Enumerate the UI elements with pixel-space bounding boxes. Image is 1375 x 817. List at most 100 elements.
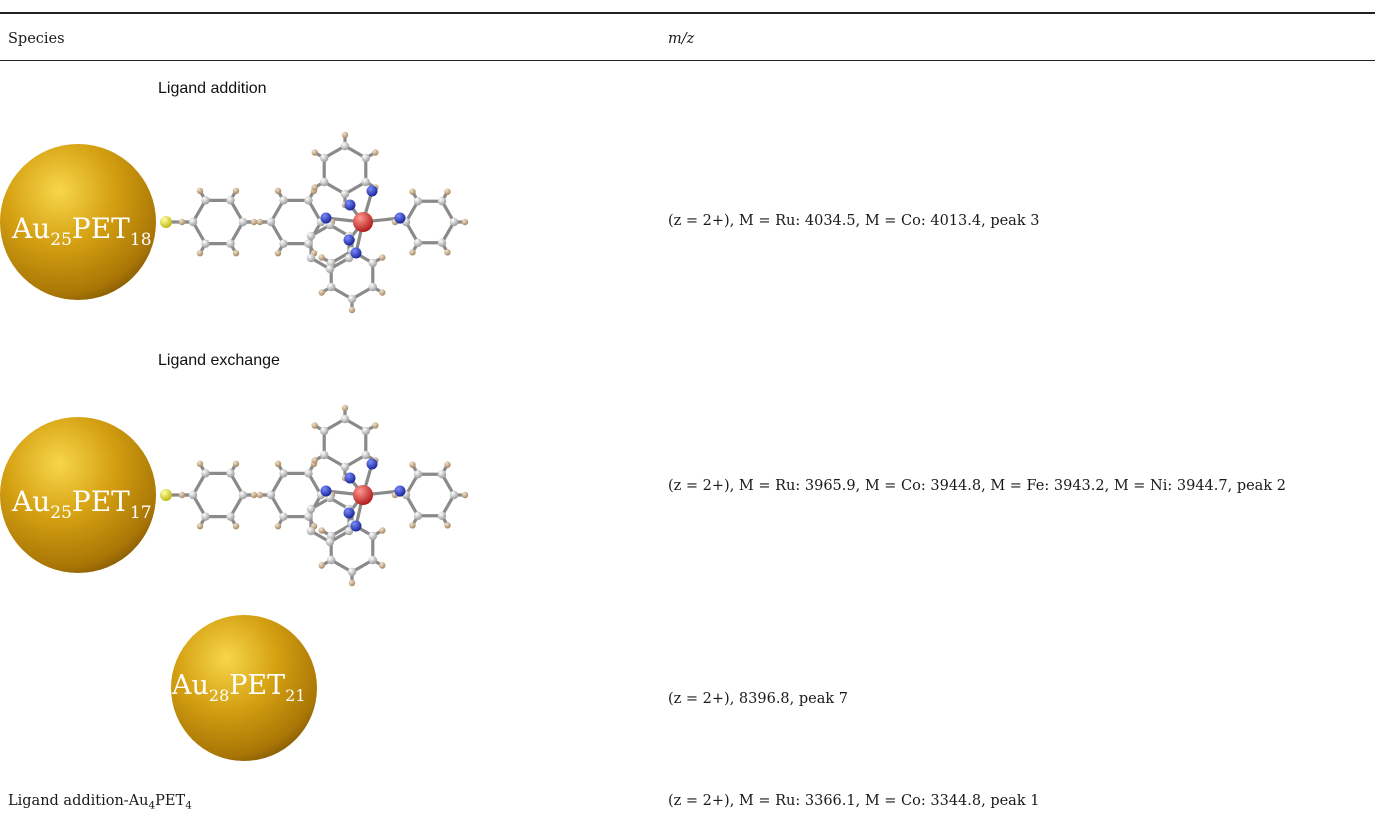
hydrogen-atom — [232, 249, 240, 257]
carbon-atom — [188, 490, 198, 500]
hydrogen-atom — [444, 522, 451, 529]
hydrogen-atom — [409, 461, 416, 468]
hydrogen-atom — [409, 249, 416, 256]
metal-terpyridine-complex-molecule-icon — [160, 131, 469, 314]
carbon-atom — [340, 189, 350, 199]
hydrogen-atom — [232, 522, 240, 530]
carbon-atom — [304, 196, 313, 205]
row-caption-ligand-exchange: Ligand exchange — [158, 352, 280, 369]
hydrogen-atom — [318, 527, 325, 534]
mz-value: (z = 2+), M = Ru: 4034.5, M = Co: 4013.4… — [668, 213, 1040, 229]
hydrogen-atom — [232, 187, 240, 195]
carbon-atom — [368, 555, 377, 565]
carbon-atom — [306, 253, 316, 263]
hydrogen-atom — [196, 187, 204, 195]
gold-sphere — [0, 144, 156, 300]
hydrogen-atom — [274, 249, 282, 257]
hydrogen-atom — [379, 527, 386, 534]
carbon-atom — [340, 141, 350, 151]
hydrogen-atom — [274, 460, 282, 468]
hydrogen-atom — [232, 460, 240, 468]
nitrogen-atom — [344, 199, 356, 211]
nitrogen-atom — [344, 472, 356, 484]
carbon-atom — [340, 414, 350, 424]
nitrogen-atom — [366, 458, 378, 470]
carbon-atom — [201, 196, 210, 205]
metal-atom — [353, 212, 373, 232]
mz-value: (z = 2+), M = Ru: 3965.9, M = Co: 3944.8… — [668, 478, 1286, 494]
carbon-atom — [279, 196, 288, 205]
carbon-atom — [327, 282, 336, 292]
nitrogen-atom — [366, 185, 378, 197]
carbon-atom — [327, 555, 336, 565]
hydrogen-atom — [178, 218, 186, 226]
carbon-atom — [266, 490, 276, 500]
carbon-atom — [188, 217, 198, 227]
hydrogen-atom — [178, 491, 186, 499]
carbon-atom — [201, 469, 210, 478]
hydrogen-atom — [250, 218, 258, 226]
hydrogen-atom — [274, 522, 282, 530]
metal-atom — [353, 485, 373, 505]
carbon-atom — [325, 264, 335, 274]
ligand-exchange-figure: Au25PET17 — [0, 388, 480, 607]
carbon-atom — [304, 469, 313, 478]
carbon-atom — [304, 239, 313, 248]
hydrogen-atom — [379, 289, 386, 296]
carbon-atom — [304, 512, 313, 521]
table-top-rule — [0, 12, 1375, 14]
column-header-species: Species — [8, 31, 65, 47]
carbon-atom — [437, 511, 447, 520]
carbon-atom — [449, 490, 459, 500]
ligand-addition-figure: Au25PET18 — [0, 115, 480, 334]
nitrogen-atom — [394, 212, 406, 224]
carbon-atom — [279, 469, 288, 478]
hydrogen-atom — [311, 457, 318, 464]
nitrogen-atom — [320, 212, 332, 224]
nitrogen-atom — [350, 520, 362, 532]
au28-sphere-figure: Au28PET21 — [170, 614, 320, 768]
carbon-atom — [344, 253, 354, 263]
hydrogen-atom — [311, 422, 318, 429]
mz-value: (z = 2+), 8396.8, peak 7 — [668, 691, 848, 707]
carbon-atom — [306, 231, 316, 241]
hydrogen-atom — [196, 249, 204, 257]
hydrogen-atom — [444, 188, 451, 195]
hydrogen-atom — [444, 249, 451, 256]
mz-value: (z = 2+), M = Ru: 3366.1, M = Co: 3344.8… — [668, 793, 1040, 809]
carbon-atom — [368, 531, 377, 541]
sphere-label: Au25PET18 — [11, 212, 152, 250]
nitrogen-atom — [350, 247, 362, 259]
carbon-atom — [238, 490, 248, 500]
hydrogen-atom — [274, 187, 282, 195]
gold-nanocluster-sphere-icon: Au25PET17 — [0, 404, 469, 587]
nitrogen-atom — [343, 507, 355, 519]
hydrogen-atom — [444, 461, 451, 468]
carbon-atom — [238, 217, 248, 227]
hydrogen-atom — [348, 579, 356, 587]
carbon-atom — [325, 537, 335, 547]
carbon-atom — [266, 217, 276, 227]
gold-sphere — [0, 417, 156, 573]
gold-nanocluster-sphere-icon: Au25PET18 — [0, 131, 469, 314]
hydrogen-atom — [461, 218, 469, 226]
hydrogen-atom — [196, 460, 204, 468]
carbon-atom — [201, 239, 210, 248]
hydrogen-atom — [348, 306, 356, 314]
nitrogen-atom — [394, 485, 406, 497]
carbon-atom — [320, 177, 329, 187]
hydrogen-atom — [318, 254, 325, 261]
carbon-atom — [279, 239, 288, 248]
carbon-atom — [306, 526, 316, 536]
carbon-atom — [361, 450, 370, 460]
carbon-atom — [361, 153, 370, 163]
carbon-atom — [226, 239, 235, 248]
carbon-atom — [340, 462, 350, 472]
carbon-atom — [368, 282, 377, 292]
hydrogen-atom — [341, 404, 349, 412]
hydrogen-atom — [461, 491, 469, 499]
carbon-atom — [368, 258, 377, 268]
sphere-label: Au25PET17 — [11, 485, 152, 523]
hydrogen-atom — [250, 491, 258, 499]
species-ligand-addition-au4pet4: Ligand addition-Au4PET4 — [8, 793, 192, 812]
